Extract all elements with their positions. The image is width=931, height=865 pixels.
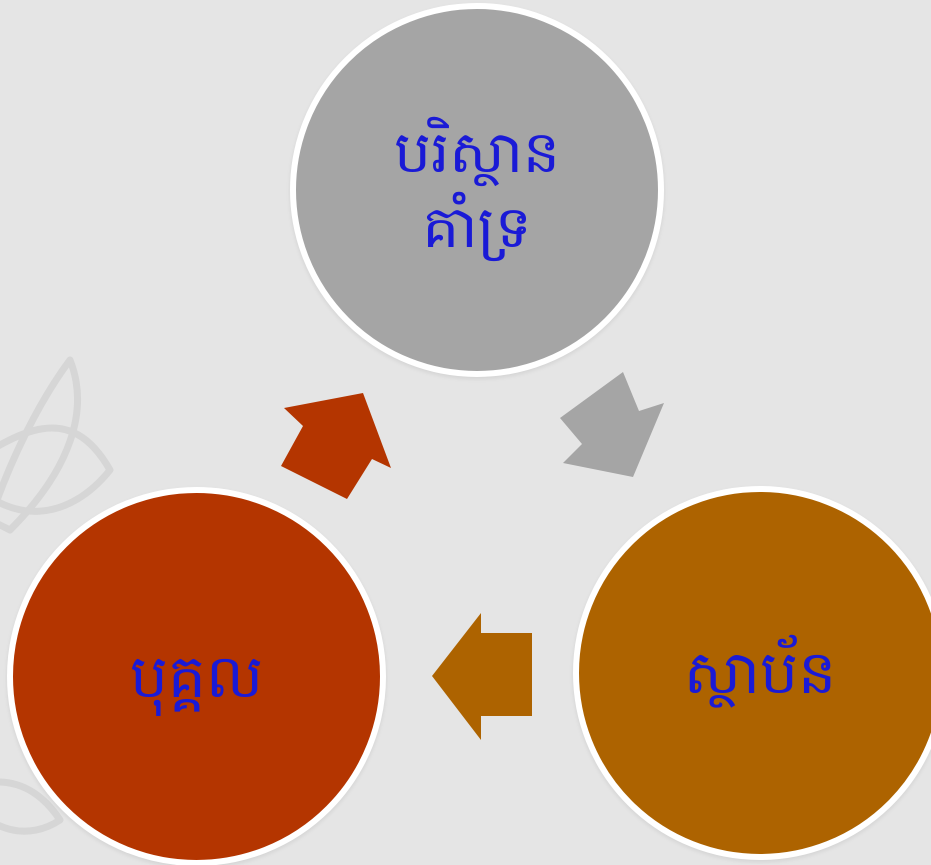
node-left-label: បុគ្គល: [129, 641, 264, 712]
node-institution: ស្ថាប័ន: [573, 486, 931, 860]
node-top-label-line-1: បរិស្ថាន: [394, 117, 560, 186]
node-individual: បុគ្គល: [7, 487, 386, 865]
node-top-label-line-2: គាំទ្រ: [422, 193, 532, 261]
node-right-label: ស្ថាប័ន: [683, 638, 837, 708]
node-supportive-environment: បរិស្ថាន គាំទ្រ: [290, 3, 664, 377]
